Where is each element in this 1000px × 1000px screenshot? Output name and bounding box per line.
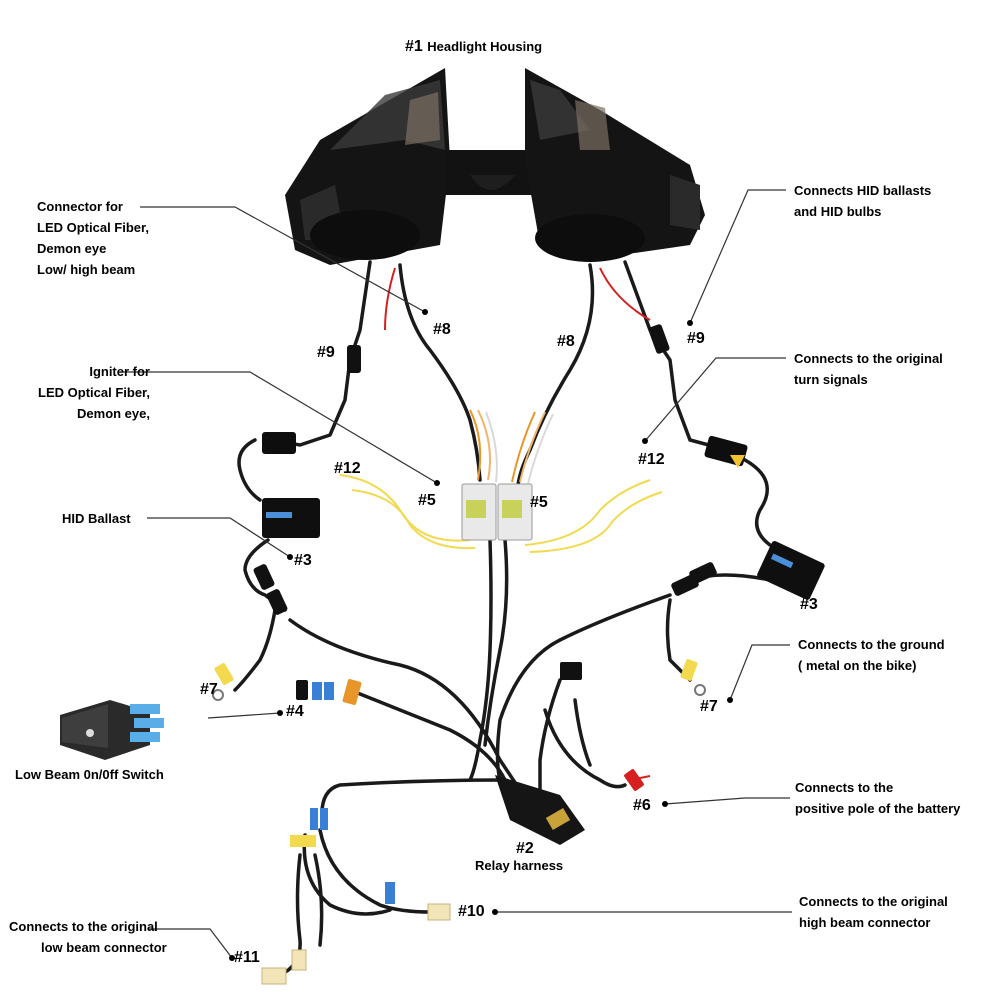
orange-connector [342, 679, 362, 705]
label-battery: Connects to the positive pole of the bat… [795, 780, 961, 816]
title: #1 Headlight Housing [405, 38, 542, 56]
callout-8-left: #8 [433, 321, 451, 338]
yellow-terminal [290, 835, 316, 847]
label-igniter: Igniter for LED Optical Fiber, Demon eye… [38, 364, 150, 421]
right-cable-box [704, 435, 748, 467]
callout-10: #10 [458, 903, 485, 920]
connector-left-ballast [253, 564, 275, 590]
blue-terminal-a [312, 682, 322, 700]
callout-9-left: #9 [317, 344, 335, 361]
label-hid-ballast: HID Ballast [62, 511, 131, 526]
label-connector-optical: Connector for LED Optical Fiber, Demon e… [37, 199, 149, 277]
high-beam-plug [427, 903, 451, 921]
hid-ballast-right [757, 541, 825, 600]
ground-terminal-right [680, 659, 706, 696]
battery-terminal [624, 769, 644, 791]
title-number: #1 [405, 38, 423, 55]
igniter-right [497, 483, 533, 541]
igniter-left [461, 483, 497, 541]
callout-12-right: #12 [638, 451, 665, 468]
black-connector [296, 680, 308, 700]
blue-terminal-e [385, 882, 395, 904]
leader-lines [120, 189, 792, 959]
relay-harness [495, 775, 585, 845]
callout-3-right: #3 [800, 596, 818, 613]
label-high-beam-connector: Connects to the original high beam conne… [799, 894, 948, 930]
callout-8-right: #8 [557, 333, 575, 350]
label-low-beam-switch: Low Beam 0n/0ff Switch [15, 767, 164, 782]
hid-ballast-left [262, 498, 320, 538]
callout-2: #2 [516, 840, 534, 857]
warning-icon [730, 455, 745, 468]
relay-plug [560, 662, 582, 680]
callout-7-left: #7 [200, 681, 218, 698]
connector-right-ballast-2 [689, 562, 717, 584]
callout-5-left: #5 [418, 492, 436, 509]
callout-7-right: #7 [700, 698, 718, 715]
callout-11: #11 [234, 949, 260, 966]
connector-right-9 [648, 324, 670, 354]
connector-left-ballast-2 [266, 589, 288, 615]
label-ground: Connects to the ground ( metal on the bi… [798, 637, 945, 673]
low-beam-plug-2 [291, 949, 307, 971]
blue-terminal-b [324, 682, 334, 700]
label-relay-harness: Relay harness [475, 858, 564, 873]
callout-4: #4 [286, 703, 304, 720]
low-beam-switch [60, 700, 164, 760]
headlight-housing [285, 68, 705, 265]
callout-9-right: #9 [687, 330, 705, 347]
callout-6: #6 [633, 797, 651, 814]
label-hid-ballasts-bulbs: Connects HID ballasts and HID bulbs [794, 183, 932, 219]
label-turn-signals: Connects to the original turn signals [794, 351, 943, 387]
connector-left-9 [347, 345, 361, 373]
leader-dots [229, 309, 733, 961]
blue-terminal-c [310, 808, 318, 830]
left-cable-box [262, 432, 296, 454]
callout-3-left: #3 [294, 552, 312, 569]
callout-12-left: #12 [334, 460, 361, 477]
optical-fiber [339, 474, 663, 553]
igniter-wires [469, 409, 554, 485]
ground-terminal-left [212, 663, 234, 701]
title-text: Headlight Housing [427, 39, 543, 54]
callout-5-right: #5 [530, 494, 548, 511]
blue-terminal-d [320, 808, 328, 830]
low-beam-plug [261, 967, 287, 985]
label-low-beam-connector: Connects to the original low beam connec… [9, 919, 167, 955]
